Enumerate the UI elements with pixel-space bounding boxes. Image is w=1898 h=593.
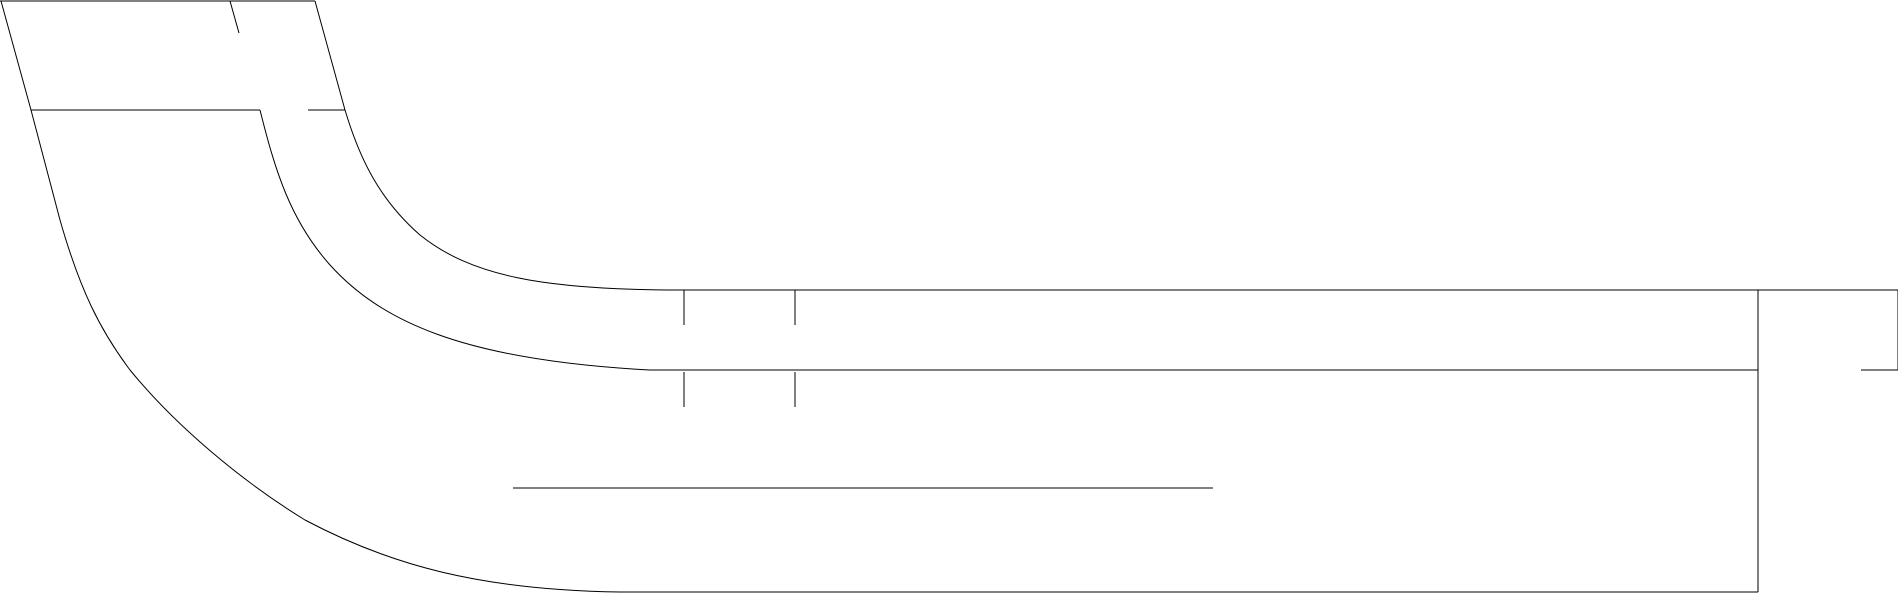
inner-duct-wall (314, 0, 1898, 291)
outer-duct-wall (0, 0, 1758, 593)
top-tick (229, 0, 240, 34)
middle-duct-wall (259, 109, 1758, 371)
